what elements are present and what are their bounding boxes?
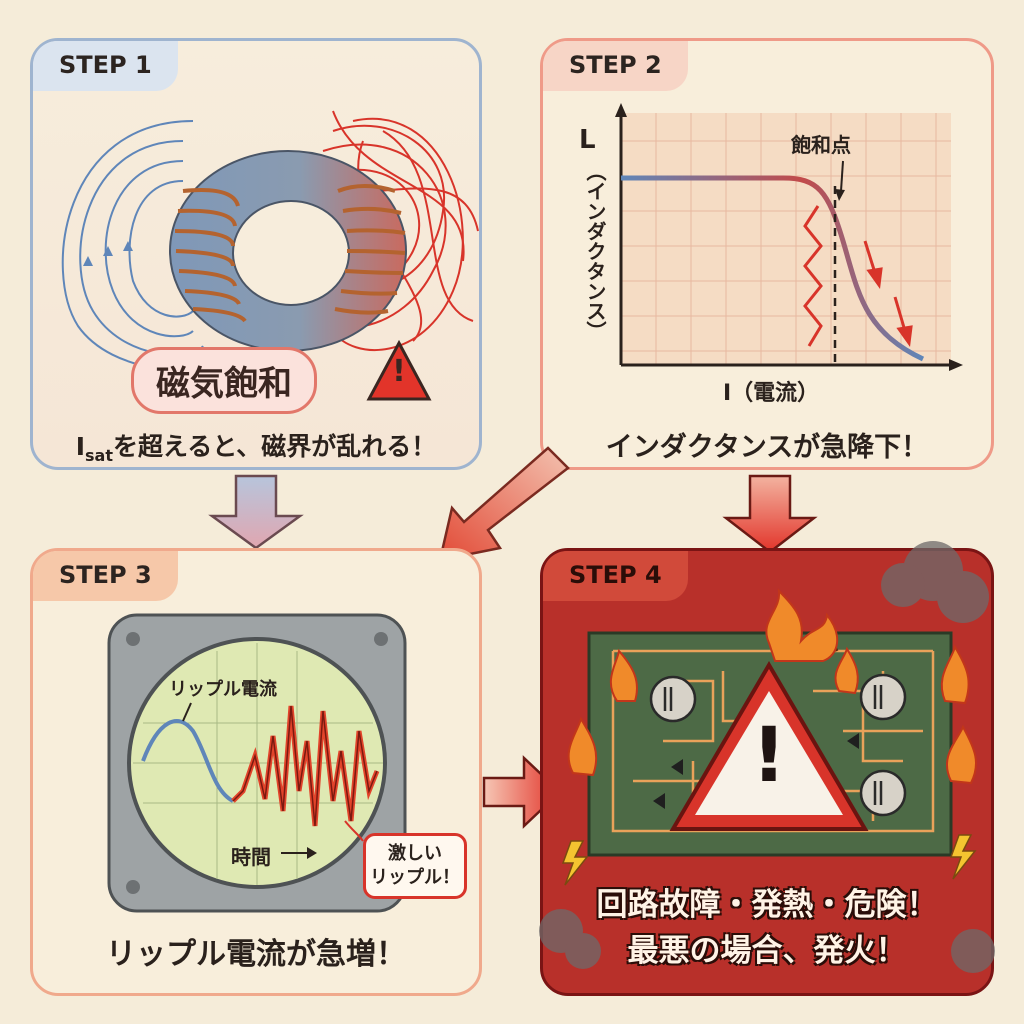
inductance-graph bbox=[615, 103, 963, 371]
smoke bbox=[539, 541, 995, 973]
down-arrow-icon bbox=[208, 474, 304, 550]
step1-caption: Isatを超えると、磁界が乱れる！ bbox=[33, 427, 479, 465]
mosfet-icon-2 bbox=[859, 673, 907, 721]
time-label: 時間 bbox=[231, 845, 271, 869]
normal-wave bbox=[141, 719, 235, 803]
blue-field-arrows bbox=[83, 241, 133, 266]
screw-icon-2 bbox=[374, 632, 388, 646]
step4-caption-line1: 回路故障・発熱・危険！ bbox=[596, 887, 938, 923]
step2-panel: STEP 2 bbox=[540, 38, 994, 470]
diode-icon-2 bbox=[671, 759, 683, 775]
magnetic-saturation-title: 磁気飽和 bbox=[131, 347, 317, 414]
step2-label: STEP 2 bbox=[543, 41, 688, 91]
callout-line1: 激しい bbox=[388, 843, 442, 864]
toroid-illustration bbox=[61, 110, 479, 371]
callout-pointer bbox=[344, 820, 364, 842]
callout-line2: リップル！ bbox=[370, 867, 460, 888]
diode-icon-3 bbox=[847, 733, 859, 749]
annotation-pointer bbox=[840, 160, 844, 192]
ripple-current-label: リップル電流 bbox=[169, 679, 277, 700]
warning-glyph-large: ! bbox=[751, 710, 787, 799]
x-axis-arrow bbox=[949, 359, 963, 371]
mosfet-icon bbox=[649, 675, 697, 723]
screw-icon-3 bbox=[126, 880, 140, 894]
y-axis-label: （インダクタンス） bbox=[583, 161, 607, 341]
drop-arrows bbox=[863, 240, 913, 347]
step4-caption-line2: 最悪の場合、発火！ bbox=[627, 933, 907, 969]
warning-triangle-icon bbox=[366, 339, 432, 401]
title-text: 磁気飽和 bbox=[156, 364, 292, 404]
step2-caption: インダクタンスが急降下！ bbox=[605, 432, 929, 463]
step4-panel: STEP 4 bbox=[539, 541, 995, 996]
step4-label: STEP 4 bbox=[543, 551, 688, 601]
mosfet-icon-3 bbox=[859, 769, 907, 817]
step1-panel: STEP 1 bbox=[30, 38, 482, 470]
caption-rest: を超えると、磁界が乱れる！ bbox=[113, 432, 437, 461]
time-pointer-head bbox=[307, 847, 317, 859]
step3-panel: STEP 3 リップル電流 時間 激しい リップル！ リップル電流が急増！ bbox=[30, 548, 482, 996]
burning-circuit bbox=[539, 541, 995, 973]
intense-ripple-callout: 激しい リップル！ bbox=[363, 833, 467, 899]
warning-glyph: ! bbox=[392, 354, 406, 389]
step1-label: STEP 1 bbox=[33, 41, 178, 91]
y-axis-letter: L bbox=[579, 125, 596, 155]
step3-label: STEP 3 bbox=[33, 551, 178, 601]
step3-caption: リップル電流が急増！ bbox=[106, 937, 406, 972]
warning-triangle-inner bbox=[695, 691, 843, 815]
ripple-zigzag bbox=[803, 205, 823, 347]
y-axis-arrow bbox=[615, 103, 627, 117]
annotation-pointer-head bbox=[835, 189, 845, 201]
graph-area bbox=[621, 113, 951, 365]
x-axis-label: I（電流） bbox=[723, 381, 820, 406]
mosfets bbox=[649, 673, 907, 817]
oscilloscope bbox=[107, 613, 407, 913]
copper-windings bbox=[174, 184, 406, 323]
down-arrow-icon-2 bbox=[722, 474, 818, 554]
caption-prefix: I bbox=[75, 432, 86, 461]
wave-label-pointer bbox=[182, 702, 192, 722]
inductance-curve bbox=[621, 175, 925, 362]
lightning-icon-2 bbox=[949, 834, 977, 880]
screw-icon bbox=[126, 632, 140, 646]
lightning-icon bbox=[561, 840, 589, 886]
caption-subscript: sat bbox=[85, 446, 113, 465]
fire-icon bbox=[567, 588, 978, 785]
diode-icon bbox=[653, 793, 665, 809]
saturation-point-label: 飽和点 bbox=[791, 133, 851, 157]
ripple-wave-outline bbox=[232, 705, 378, 827]
